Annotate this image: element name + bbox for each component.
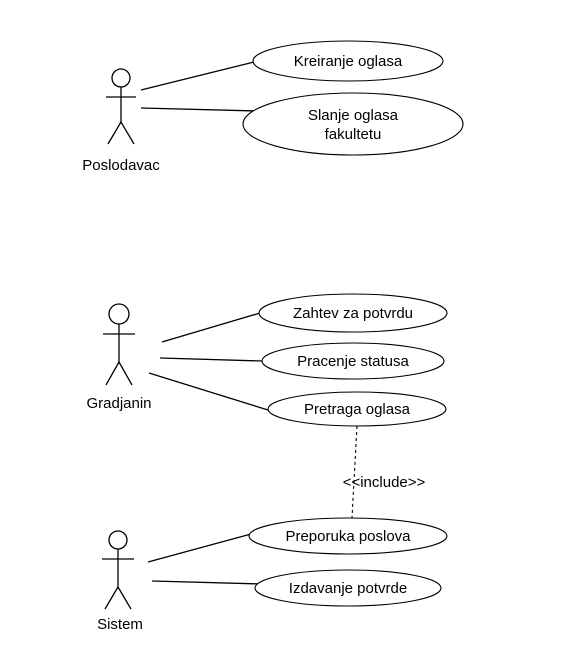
actor-gradjanin: Gradjanin <box>86 303 152 412</box>
include-relation-line <box>351 425 358 519</box>
stick-figure-icon <box>102 530 134 610</box>
use-case-label: Kreiranje oglasa <box>294 53 403 70</box>
association-poslodavac-slanje <box>140 107 259 112</box>
use-case-label: Zahtev za potvrdu <box>293 305 413 322</box>
actor-label-gradjanin: Gradjanin <box>86 395 151 412</box>
use-case-preporuka-poslova[interactable]: Preporuka poslova <box>248 517 448 555</box>
use-case-label: Pretraga oglasa <box>304 401 411 418</box>
use-case-slanje-oglasa-fakultetu[interactable]: Slanje oglasa fakultetu <box>242 92 464 156</box>
use-case-pretraga-oglasa[interactable]: Pretraga oglasa <box>267 391 447 427</box>
actor-sistem: Sistem <box>97 530 143 633</box>
use-case-kreiranje-oglasa[interactable]: Kreiranje oglasa <box>252 40 444 82</box>
use-case-izdavanje-potvrde[interactable]: Izdavanje potvrde <box>254 569 442 607</box>
actor-label-poslodavac: Poslodavac <box>82 157 160 174</box>
association-gradjanin-pretraga <box>148 372 269 411</box>
actor-poslodavac: Poslodavac <box>82 68 160 174</box>
use-case-label-line1: Slanje oglasa <box>308 107 399 124</box>
stick-figure-icon <box>106 68 136 145</box>
use-case-zahtev-za-potvrdu[interactable]: Zahtev za potvrdu <box>258 293 448 333</box>
use-case-label-line2: fakultetu <box>325 126 382 143</box>
association-poslodavac-kreiranje <box>140 61 255 91</box>
association-gradjanin-pracenje <box>159 357 263 362</box>
actor-label-sistem: Sistem <box>97 616 143 633</box>
association-sistem-preporuka <box>147 533 252 563</box>
use-case-label: Preporuka poslova <box>285 528 411 545</box>
stick-figure-icon <box>103 303 135 386</box>
use-case-label: Pracenje statusa <box>297 353 409 370</box>
use-case-label: Izdavanje potvrde <box>289 580 407 597</box>
association-gradjanin-zahtev <box>161 312 261 343</box>
use-case-pracenje-statusa[interactable]: Pracenje statusa <box>261 342 445 380</box>
include-stereotype-label: <<include>> <box>343 474 426 491</box>
association-sistem-izdavanje <box>151 580 263 585</box>
